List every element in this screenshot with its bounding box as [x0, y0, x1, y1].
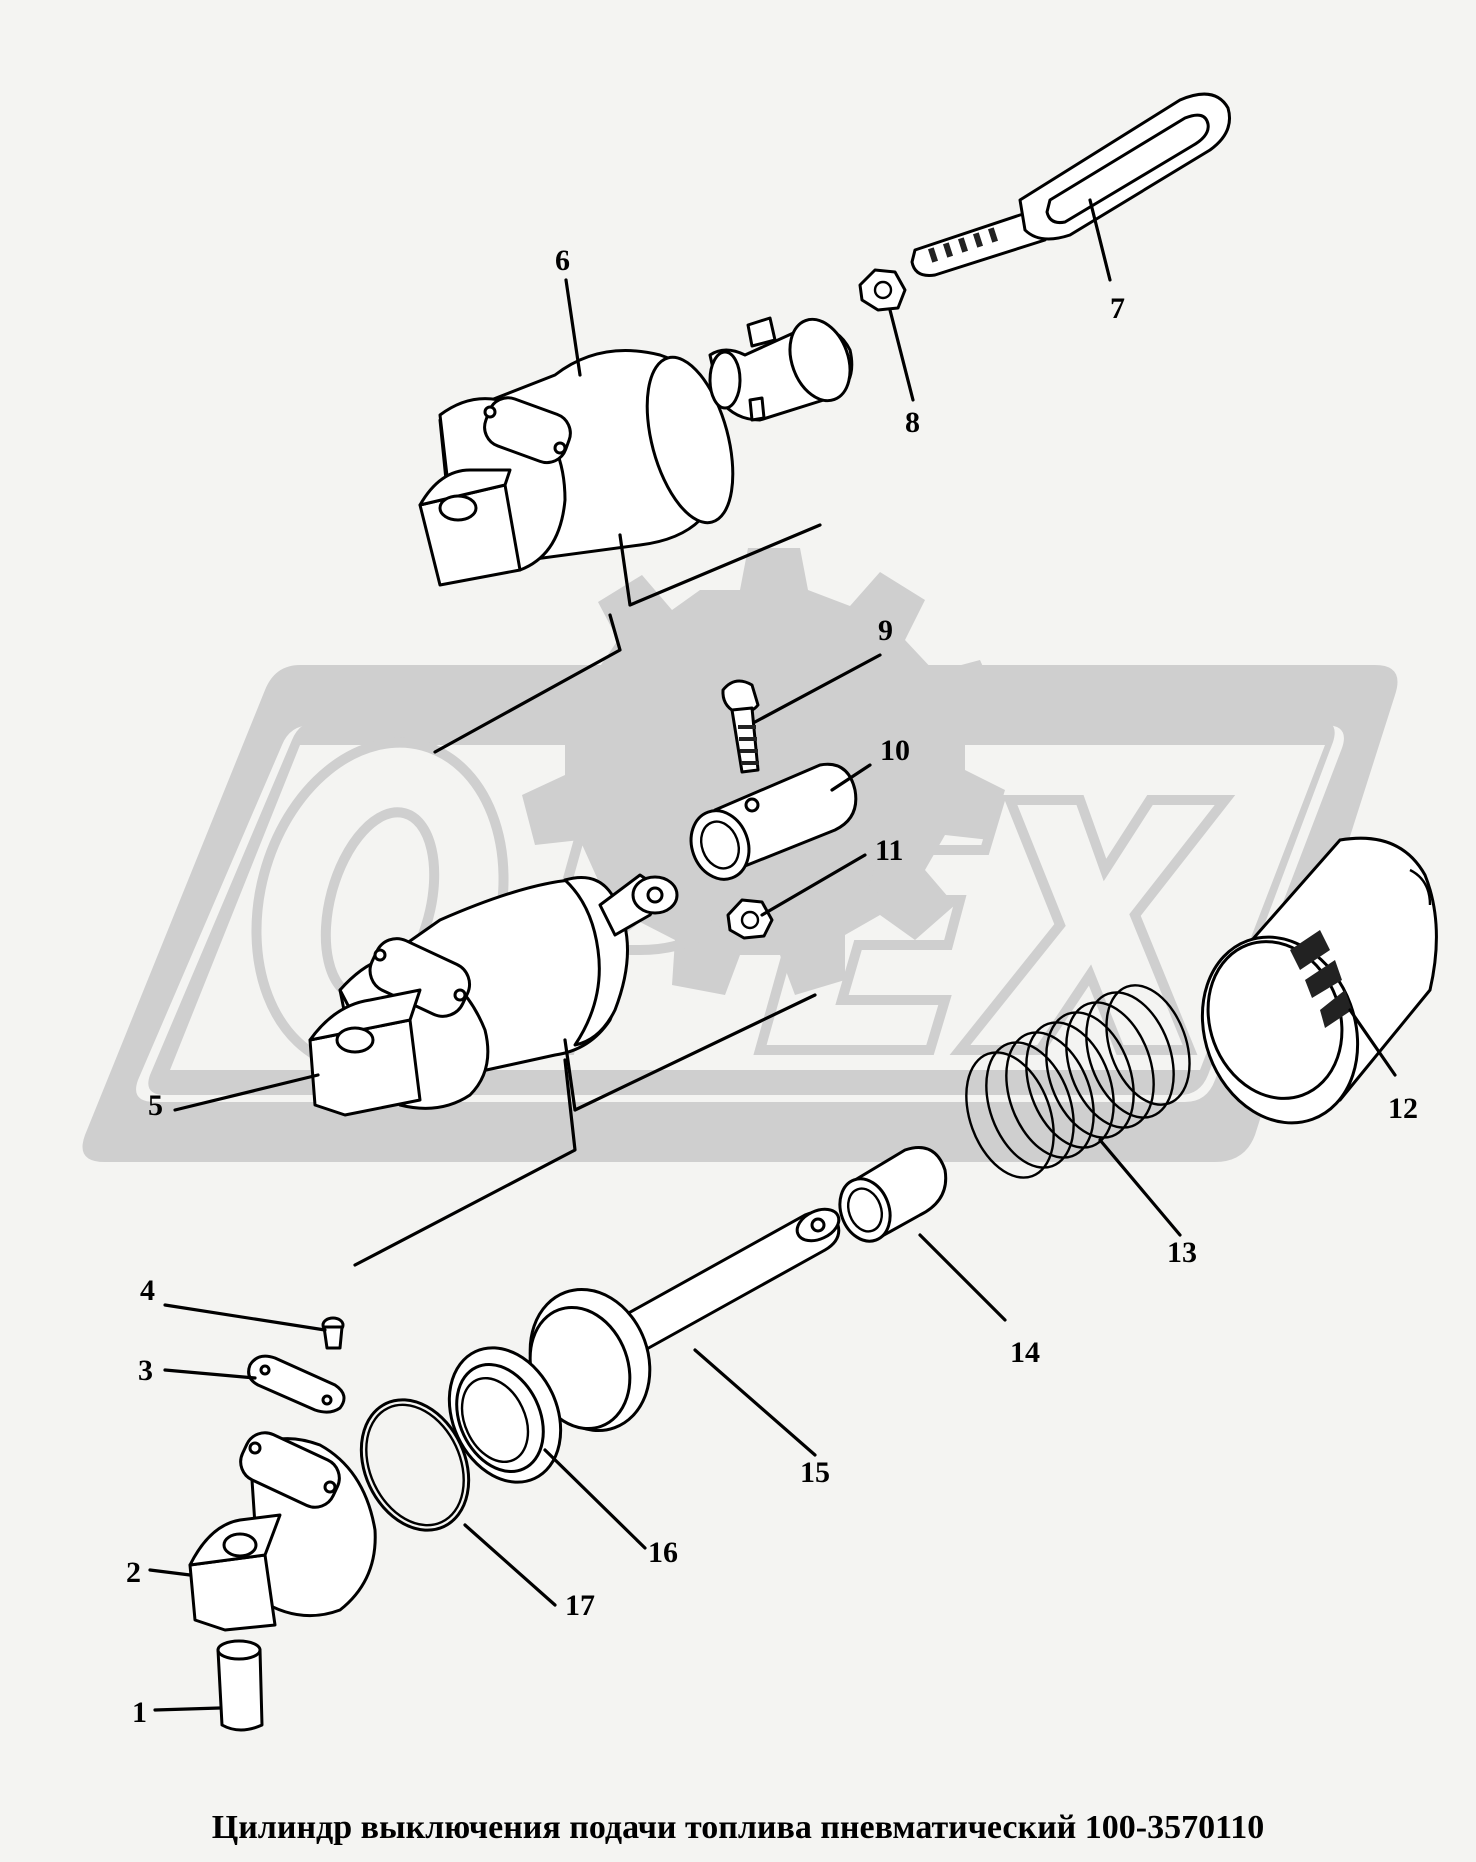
part-14-bushing	[838, 1146, 948, 1243]
leader-lines	[148, 198, 1397, 1712]
callout-13: 13	[1167, 1236, 1197, 1269]
callout-7: 7	[1110, 292, 1125, 325]
assembly-guide-lines	[353, 613, 622, 1267]
callout-1: 1	[132, 1696, 147, 1729]
part-16-seal	[447, 1346, 563, 1484]
callout-5: 5	[148, 1089, 163, 1122]
part-4-pin	[321, 1316, 345, 1350]
callout-2: 2	[126, 1556, 141, 1589]
part-17-o-ring	[359, 1398, 471, 1532]
callout-10: 10	[880, 734, 910, 767]
part-2-cover	[188, 1431, 377, 1632]
callout-14: 14	[1010, 1336, 1040, 1369]
part-7-fork-rod	[910, 92, 1231, 277]
part-12-cylinder-housing	[1200, 836, 1438, 1125]
part-3-plate	[247, 1354, 346, 1414]
watermark-frame	[82, 665, 1398, 1162]
part-13-spring	[965, 984, 1191, 1179]
part-10-sleeve	[689, 762, 858, 881]
callout-labels: 1 2 3 4 5 6 7 8 9 10 11 12 13 14 15 16 1…	[126, 244, 1418, 1729]
callout-8: 8	[905, 406, 920, 439]
part-6-cylinder-assembly-top	[418, 316, 854, 607]
part-5-cylinder-assembly-middle	[308, 873, 817, 1117]
callout-6: 6	[555, 244, 570, 277]
callout-11: 11	[875, 834, 903, 867]
callout-9: 9	[878, 614, 893, 647]
callout-12: 12	[1388, 1092, 1418, 1125]
part-8-nut	[858, 268, 907, 312]
callout-4: 4	[140, 1274, 155, 1307]
part-15-piston-rod	[528, 1207, 841, 1433]
part-1-dowel	[216, 1639, 264, 1732]
callout-15: 15	[800, 1456, 830, 1489]
part-11-nut	[726, 898, 774, 940]
callout-16: 16	[648, 1536, 678, 1569]
part-9-bolt	[721, 679, 760, 774]
callout-17: 17	[565, 1589, 595, 1622]
diagram-title: Цилиндр выключения подачи топлива пневма…	[212, 1809, 1264, 1846]
callout-3: 3	[138, 1354, 153, 1387]
